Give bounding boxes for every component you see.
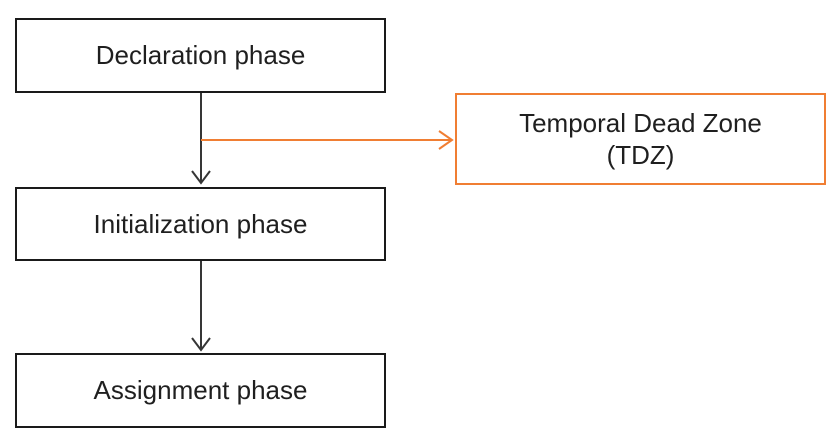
- node-tdz-label-line2: (TDZ): [606, 140, 675, 170]
- node-tdz-label: Temporal Dead Zone (TDZ): [519, 107, 762, 172]
- node-initialization-phase: Initialization phase: [15, 187, 386, 261]
- node-declaration-phase: Declaration phase: [15, 18, 386, 93]
- node-initialization-label: Initialization phase: [93, 208, 308, 239]
- arrow-connector-to-tdz: [201, 130, 454, 150]
- node-assignment-phase: Assignment phase: [15, 353, 386, 428]
- arrow-initialization-to-assignment: [191, 261, 211, 352]
- arrow-declaration-to-initialization: [191, 93, 211, 185]
- node-assignment-label: Assignment phase: [93, 375, 308, 406]
- node-tdz-label-line1: Temporal Dead Zone: [519, 107, 762, 138]
- node-temporal-dead-zone: Temporal Dead Zone (TDZ): [455, 93, 826, 185]
- node-declaration-label: Declaration phase: [95, 40, 306, 71]
